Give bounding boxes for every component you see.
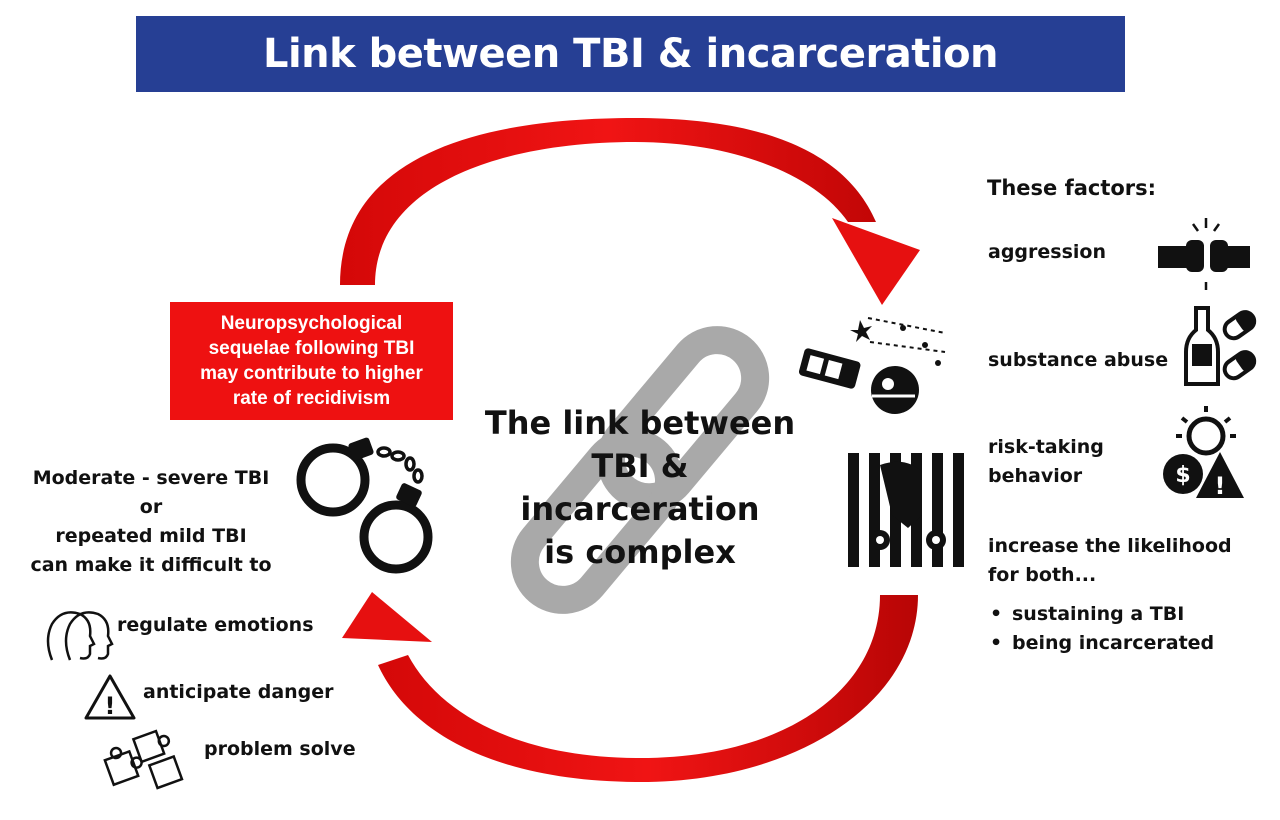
factor-aggression: aggression <box>988 241 1106 263</box>
intro-line: can make it difficult to <box>30 554 272 576</box>
svg-text:!: ! <box>105 692 116 720</box>
center-line: The link between <box>484 404 796 442</box>
factors-heading: These factors: <box>987 176 1157 200</box>
increase-line: increase the likelihood <box>988 535 1232 557</box>
difficulty-anticipate-danger: anticipate danger <box>143 681 334 703</box>
title-banner: Link between TBI & incarceration <box>136 16 1125 92</box>
bottom-cycle-arrow <box>342 592 918 782</box>
center-line: incarceration <box>520 490 760 528</box>
callout-line: rate of recidivism <box>232 388 391 409</box>
center-line: TBI & <box>591 447 689 485</box>
callout-line: Neuropsychological <box>220 313 403 334</box>
svg-text:!: ! <box>1215 472 1226 500</box>
factor-line: behavior <box>988 465 1083 487</box>
page-title: Link between TBI & incarceration <box>262 31 999 77</box>
center-statement: The link between TBI & incarceration is … <box>470 402 810 574</box>
list-item: sustaining a TBI <box>990 600 1214 629</box>
list-item: being incarcerated <box>990 629 1214 658</box>
outcome-list: sustaining a TBI being incarcerated <box>990 600 1214 658</box>
warning-triangle-icon: ! <box>84 674 136 720</box>
callout-line: sequelae following TBI <box>208 338 415 359</box>
factor-line: risk-taking <box>988 436 1104 458</box>
two-heads-icon <box>46 611 114 661</box>
intro-line: or <box>139 496 163 518</box>
recidivism-callout: Neuropsychological sequelae following TB… <box>170 302 453 420</box>
puzzle-pieces-icon <box>103 729 184 790</box>
intro-line: Moderate - severe TBI <box>32 467 270 489</box>
increase-likelihood: increase the likelihood for both... <box>988 532 1268 590</box>
increase-line: for both... <box>988 564 1097 586</box>
difficulty-problem-solve: problem solve <box>204 738 356 760</box>
gear-dollar-warning-icon: $ ! <box>1163 406 1244 500</box>
callout-line: may contribute to higher <box>200 363 423 384</box>
factor-substance-abuse: substance abuse <box>988 349 1169 371</box>
chain-link-icon <box>510 326 770 614</box>
bottle-pills-icon <box>1184 306 1257 386</box>
fist-bump-icon <box>1158 218 1250 290</box>
tbi-intro: Moderate - severe TBI or repeated mild T… <box>20 464 282 580</box>
intro-line: repeated mild TBI <box>55 525 247 547</box>
center-line: is complex <box>544 533 736 571</box>
jail-bars-icon <box>848 453 966 567</box>
top-cycle-arrow <box>340 118 920 305</box>
head-impact-icon <box>798 317 946 414</box>
svg-text:$: $ <box>1175 463 1190 488</box>
factor-risk-taking: risk-taking behavior <box>988 433 1104 491</box>
difficulty-regulate-emotions: regulate emotions <box>117 614 314 636</box>
handcuffs-icon <box>296 437 433 574</box>
